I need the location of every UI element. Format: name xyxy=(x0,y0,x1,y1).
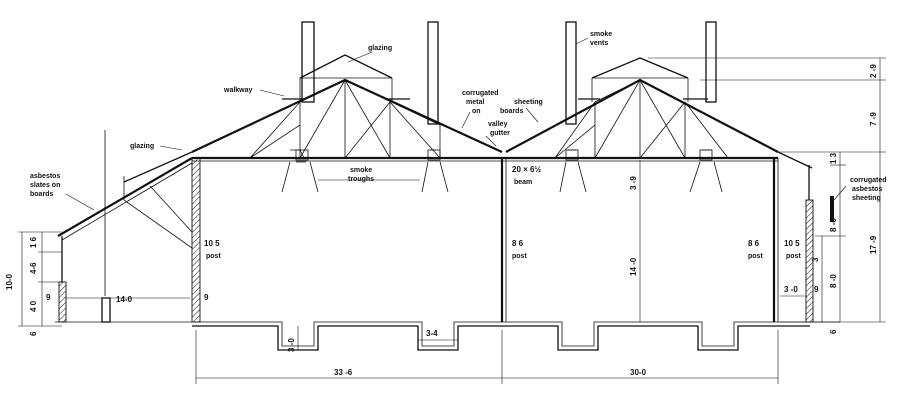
dim-left-seg3: 4 0 xyxy=(29,300,38,312)
label-valley-1: valley xyxy=(488,121,508,128)
dim-right-total-top: 2 -9 xyxy=(869,64,878,78)
label-smoke-vents-2: vents xyxy=(590,40,608,47)
trough-box-3 xyxy=(565,149,579,161)
lean-to-roof-2 xyxy=(61,162,193,241)
label-asbestos-2: slates on xyxy=(30,182,60,189)
dim-left-total: 10-0 xyxy=(5,273,14,290)
smoke-vent-2 xyxy=(427,21,439,125)
label-asbestos-3: boards xyxy=(30,191,53,198)
label-sheeting-1: sheeting xyxy=(514,99,543,106)
label-glazing-left: glazing xyxy=(130,143,154,150)
dim-aisle: 14-0 xyxy=(116,295,133,304)
label-smoke-troughs-2: troughs xyxy=(348,176,374,183)
lean-to-column-base xyxy=(101,297,111,323)
leader-glazing-left xyxy=(159,145,183,151)
smoke-vent-4 xyxy=(705,21,717,103)
lean-to-brace-2 xyxy=(149,185,193,233)
ground-line-inner xyxy=(196,321,806,347)
dim-left-nine: 9 xyxy=(46,293,51,302)
dim-left-seg1: 1 6 xyxy=(29,236,38,248)
label-asbestos-1: asbestos xyxy=(30,173,60,180)
label-beam-1: 20 × 6½ xyxy=(512,165,541,174)
label-post4-1: 10 5 xyxy=(784,239,800,248)
label-post3-1: 8 6 xyxy=(748,239,760,248)
dim-centre-2: 14 -0 xyxy=(629,257,638,276)
right-truss-rafters xyxy=(505,78,779,153)
label-corr-asb-1: corrugated xyxy=(850,177,887,184)
dim-right-six: 6 xyxy=(829,329,838,334)
label-post4-2: post xyxy=(786,253,801,260)
right-eave xyxy=(777,151,813,169)
dim-span-right: 30-0 xyxy=(630,368,647,377)
right-truss-webs xyxy=(554,79,729,160)
left-monitor-roof xyxy=(299,54,393,79)
dim-post1-nine: 9 xyxy=(204,293,209,302)
dim-centre-1: 3 -9 xyxy=(629,176,638,190)
dim-right-total-mid: 7 -9 xyxy=(869,112,878,126)
dim-left-seg2: 4-6 xyxy=(29,262,38,274)
leader-sheeting xyxy=(525,107,539,123)
leader-glazing-top xyxy=(347,51,373,63)
dim-right-three: 3 xyxy=(811,257,820,262)
trough-box-4 xyxy=(699,149,713,161)
smoke-vent-3 xyxy=(565,21,577,125)
label-corr-asb-3: sheeting xyxy=(852,195,881,202)
right-monitor-roof xyxy=(591,57,689,79)
leader-walkway xyxy=(259,89,285,97)
lean-to-upper xyxy=(123,151,193,183)
dim-right-three-zero: 3 -0 xyxy=(784,285,798,294)
dim-right-eight-zero: 8 -0 xyxy=(829,274,838,288)
label-post2-2: post xyxy=(512,253,527,260)
label-post2-1: 8 6 xyxy=(512,239,524,248)
dim-right-eight-six: 8 -6 xyxy=(829,218,838,232)
label-corrugated-3: on xyxy=(472,108,481,115)
label-corrugated-2: metal xyxy=(466,99,484,106)
lean-to-roof xyxy=(57,157,193,237)
smoke-trough-4 xyxy=(689,149,723,193)
label-corr-asb-2: asbestos xyxy=(852,186,882,193)
dim-trough-2: 3-4 xyxy=(426,329,438,338)
label-valley-2: gutter xyxy=(490,130,510,137)
leader-asbestos xyxy=(65,193,95,211)
label-walkway: walkway xyxy=(223,87,253,94)
label-beam-2: beam xyxy=(514,179,532,186)
leader-valley xyxy=(485,135,497,147)
smoke-trough-2 xyxy=(421,149,449,193)
label-smoke-vents-1: smoke xyxy=(590,31,612,38)
leader-right-sheeting xyxy=(833,185,847,201)
trough-box-2 xyxy=(427,149,441,161)
dim-trough-1: 3 -0 xyxy=(287,338,296,352)
dim-right-total-low: 17 -9 xyxy=(869,235,878,254)
left-truss-webs xyxy=(249,79,441,160)
dim-right-nine: 9 xyxy=(814,285,819,294)
dim-right-small: 1 3 xyxy=(829,152,838,164)
post-1-wall xyxy=(191,157,201,323)
label-corrugated-1: corrugated xyxy=(462,90,499,97)
label-glazing-top: glazing xyxy=(368,45,392,52)
lean-to-brace-1 xyxy=(123,199,193,249)
ground-line xyxy=(192,325,810,351)
smoke-trough-3 xyxy=(559,149,587,193)
leader-corrugated xyxy=(461,111,471,129)
label-post1-2: post xyxy=(206,253,221,260)
dim-left-bottom: 6 xyxy=(29,331,38,336)
label-post3-2: post xyxy=(748,253,763,260)
left-lean-to-wall xyxy=(58,281,67,323)
label-post1-1: 10 5 xyxy=(204,239,220,248)
label-sheeting-2: boards xyxy=(500,108,523,115)
smoke-vent-1 xyxy=(301,21,315,103)
dim-span-left: 33 -6 xyxy=(334,368,353,377)
leader-smoke-vents xyxy=(575,37,589,45)
trough-box-1 xyxy=(295,149,309,161)
label-smoke-troughs-1: smoke xyxy=(350,167,372,174)
right-sheeting-strip xyxy=(830,196,834,222)
